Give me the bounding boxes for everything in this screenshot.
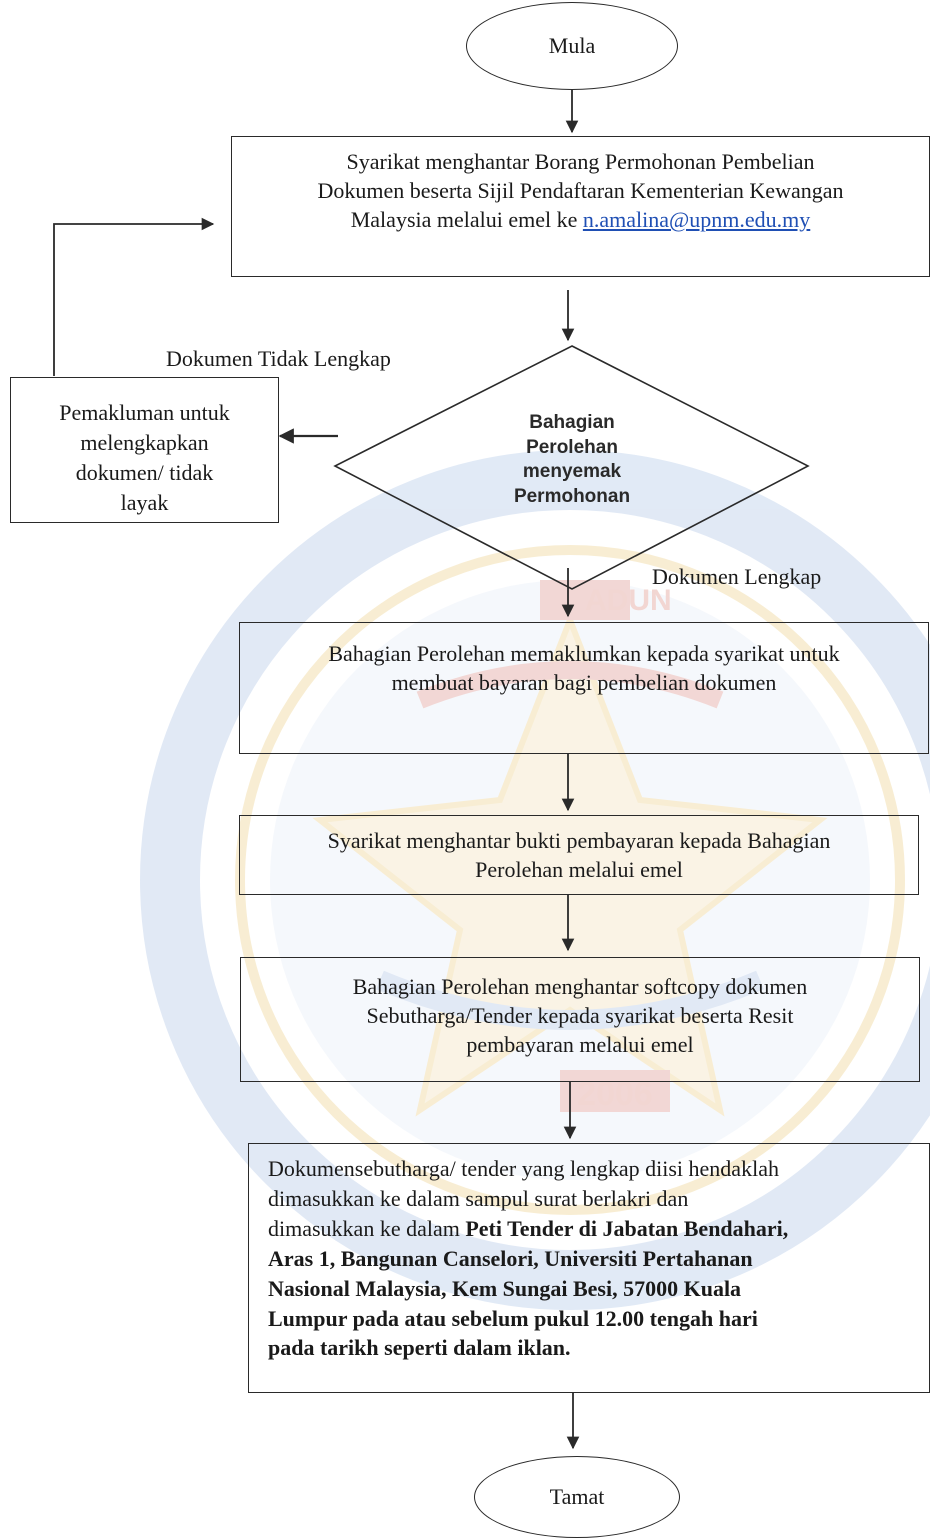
decision-diamond [333,345,810,590]
step5-line4: Aras 1, Bangunan Canselori, Universiti P… [268,1245,753,1271]
step5-line3: dimasukkan ke dalam Peti Tender di Jabat… [268,1214,929,1244]
step2-line2: membuat bayaran bagi pembelian dokumen [391,670,777,696]
decision-line: Perolehan [526,436,618,458]
step-submit-tender: Dokumensebutharga/ tender yang lengkap d… [248,1143,930,1393]
step5-line1: Dokumensebutharga/ tender yang lengkap d… [268,1156,779,1181]
step5-line3-plain: dimasukkan ke dalam [268,1215,466,1241]
step5-line6: Lumpur pada atau sebelum pukul 12.00 ten… [268,1305,758,1331]
step3-line1: Syarikat menghantar bukti pembayaran kep… [327,828,831,853]
step4-line1: Bahagian Perolehan menghantar softcopy d… [352,974,808,999]
step4-line2: Sebutharga/Tender kepada syarikat besert… [366,1003,794,1029]
step5-line7: pada tarikh seperti dalam iklan. [268,1335,571,1361]
start-terminal: Mula [466,2,678,90]
end-terminal: Tamat [474,1456,680,1538]
decision-text: Bahagian Perolehan menyemak Permohonan [452,411,692,510]
step-submit-application: Syarikat menghantar Borang Permohonan Pe… [231,136,930,277]
reject-line: Pemakluman untuk [59,400,230,425]
step-send-softcopy: Bahagian Perolehan menghantar softcopy d… [240,957,920,1082]
step-send-payment-proof: Syarikat menghantar bukti pembayaran kep… [239,815,919,895]
decision-line: Permohonan [513,486,631,508]
reject-notification-box: Pemakluman untuk melengkapkan dokumen/ t… [10,377,279,523]
step5-line2: dimasukkan ke dalam sampul surat berlakr… [268,1185,689,1211]
step1-line2: Dokumen beserta Sijil Pendaftaran Kement… [317,178,844,204]
step1-line3: Malaysia melalui emel ke n.amalina@upnm.… [232,205,929,234]
loop-back-line [53,217,215,376]
start-label: Mula [548,33,596,58]
step3-line2: Perolehan melalui emel [475,857,683,883]
decision-line: Bahagian [529,412,615,433]
step2-line1: Bahagian Perolehan memaklumkan kepada sy… [328,641,840,666]
decision-line: menyemak [522,461,622,483]
step4-line3: pembayaran melalui emel [466,1032,694,1058]
svg-text:ADUN: ADUN [585,584,672,617]
step1-line1: Syarikat menghantar Borang Permohonan Pe… [346,149,815,174]
reject-line: melengkapkan [80,429,209,455]
step-notify-payment: Bahagian Perolehan memaklumkan kepada sy… [239,622,929,754]
label-documents-incomplete: Dokumen Tidak Lengkap [166,346,391,371]
reject-line: dokumen/ tidak [75,459,214,485]
step1-line3-prefix: Malaysia melalui emel ke [350,207,583,233]
reject-line: layak [120,489,169,515]
step5-line5: Nasional Malaysia, Kem Sungai Besi, 5700… [268,1275,742,1301]
end-label: Tamat [549,1484,605,1509]
email-link[interactable]: n.amalina@upnm.edu.my [582,207,811,233]
step5-line3-bold: Peti Tender di Jabatan Bendahari, [465,1215,789,1241]
label-documents-complete: Dokumen Lengkap [652,564,822,589]
